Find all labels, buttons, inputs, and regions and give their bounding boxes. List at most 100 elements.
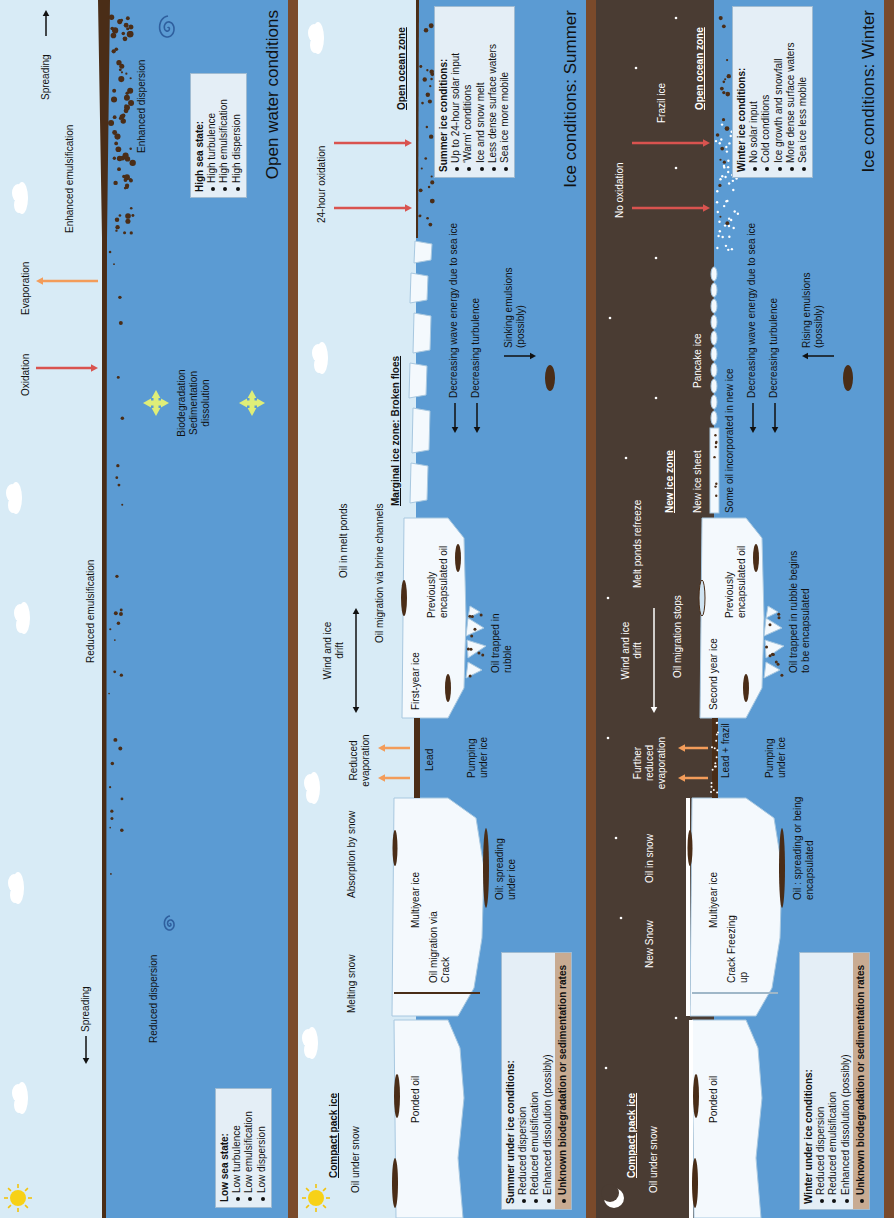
label: Ponded oil [410, 1063, 422, 1123]
label: Reduced dispersion [148, 938, 160, 1043]
pancake-ice [711, 267, 717, 281]
broken-floe [413, 313, 431, 353]
frazil [716, 722, 718, 724]
sun-ray [4, 1197, 8, 1199]
oil-in-rubble [473, 628, 476, 631]
sun-ray [25, 1188, 28, 1191]
encapsulated-oil [753, 544, 759, 572]
arrow-head [161, 399, 169, 408]
oil-in-rubble [468, 615, 471, 618]
bullet-item: Enhanced dissolution (possibly) [840, 958, 852, 1204]
oil-droplet [121, 417, 124, 420]
bullet-item: Sea ice less mobile [797, 12, 809, 172]
ice-floe [690, 798, 782, 1016]
oil-droplet [121, 118, 126, 123]
pancake-ice [711, 395, 717, 409]
oil-in-rubble [765, 645, 768, 648]
seabed [884, 0, 894, 1218]
bullet-item: Reduced dispersion [517, 958, 529, 1204]
arrow-line [454, 403, 456, 428]
cloud [12, 184, 24, 202]
frazil [732, 180, 734, 182]
star [625, 457, 628, 460]
star [605, 1067, 608, 1070]
broken-floe [412, 408, 430, 453]
star [675, 17, 678, 20]
oil-droplet [114, 611, 118, 615]
label: Second year ice [708, 630, 720, 710]
frazil [726, 150, 728, 152]
oil-droplet [429, 23, 434, 28]
frazil [716, 734, 718, 736]
conditions-box: Summer ice conditions:Up to 24-hour sola… [434, 6, 515, 178]
label: Oil trapped in rubble [490, 583, 514, 673]
label: Wind and ice drift [322, 613, 346, 688]
oil-droplet [429, 85, 431, 87]
oil-in-rubble [470, 648, 473, 651]
label: Spreading [40, 40, 52, 100]
bullet-item: Up to 24-hour solar input [450, 12, 462, 172]
arrow-line [245, 401, 258, 406]
frazil [724, 224, 726, 226]
seabed [288, 0, 298, 1218]
pancake-ice [711, 331, 717, 345]
bullet-item: Less dense surface waters [487, 12, 499, 172]
sun-ray [323, 1188, 326, 1191]
panel-art [596, 0, 894, 1218]
frazil [721, 123, 723, 125]
bullet-item: Reduced emulsification [827, 958, 839, 1204]
new-ice-sheet [710, 428, 719, 513]
oil-droplet [426, 69, 428, 71]
oil-droplet [116, 464, 119, 467]
label: Oil : spreading or being encapsulated [792, 790, 816, 900]
oil-droplet [117, 19, 122, 24]
oil-in-rubble [768, 623, 771, 626]
arrow-head [248, 390, 257, 398]
oil-droplet [121, 798, 124, 801]
bullet-item: High dispersion [231, 79, 243, 192]
emulsion-blob [545, 365, 555, 391]
oil-droplet [114, 141, 118, 145]
oil-droplet [116, 60, 121, 65]
arrow-head [152, 390, 161, 398]
frazil [728, 182, 730, 184]
arrow-head [802, 353, 808, 360]
ice-rubble [765, 640, 784, 658]
bullet-item: Low dispersion [256, 1094, 268, 1202]
arrow-line [334, 207, 406, 210]
label: Oil migration stops [672, 568, 684, 678]
oil-droplet [424, 28, 428, 32]
frazil [717, 731, 719, 733]
label: 24-hour oxidation [316, 123, 328, 223]
cloud [8, 874, 20, 892]
label: Previously encapsulated oil [724, 533, 748, 618]
frazil [725, 245, 727, 247]
encapsulated-oil [445, 674, 451, 702]
oil-droplet [128, 31, 134, 37]
oil-droplet [419, 214, 422, 217]
seabed [586, 0, 596, 1218]
arrow-head [353, 707, 360, 713]
oil-droplet [428, 186, 430, 188]
oil-droplet [109, 15, 114, 20]
oil-droplet [722, 81, 725, 84]
ice-rubble [466, 618, 484, 636]
label: Melt ponds refreeze [632, 483, 644, 588]
oil-droplet [117, 167, 121, 171]
label: Open ocean zone [396, 10, 408, 110]
label: Oil trapped in rubble begins to be encap… [788, 548, 812, 673]
oil-droplet [124, 178, 128, 182]
star [675, 1017, 678, 1020]
oil-in-rubble [470, 634, 473, 637]
label: Oil: spreading under ice [494, 810, 518, 900]
label: Decreasing wave energy due to sea ice [448, 183, 460, 398]
oil-droplet [115, 225, 119, 229]
arrow-line [36, 367, 92, 370]
label: Reduced evaporation [348, 728, 372, 793]
label: Pumping under ice [764, 718, 788, 778]
frazil [716, 792, 718, 794]
oil-droplet [128, 100, 134, 106]
oil-droplet [119, 321, 123, 325]
arrow-head [378, 744, 385, 752]
